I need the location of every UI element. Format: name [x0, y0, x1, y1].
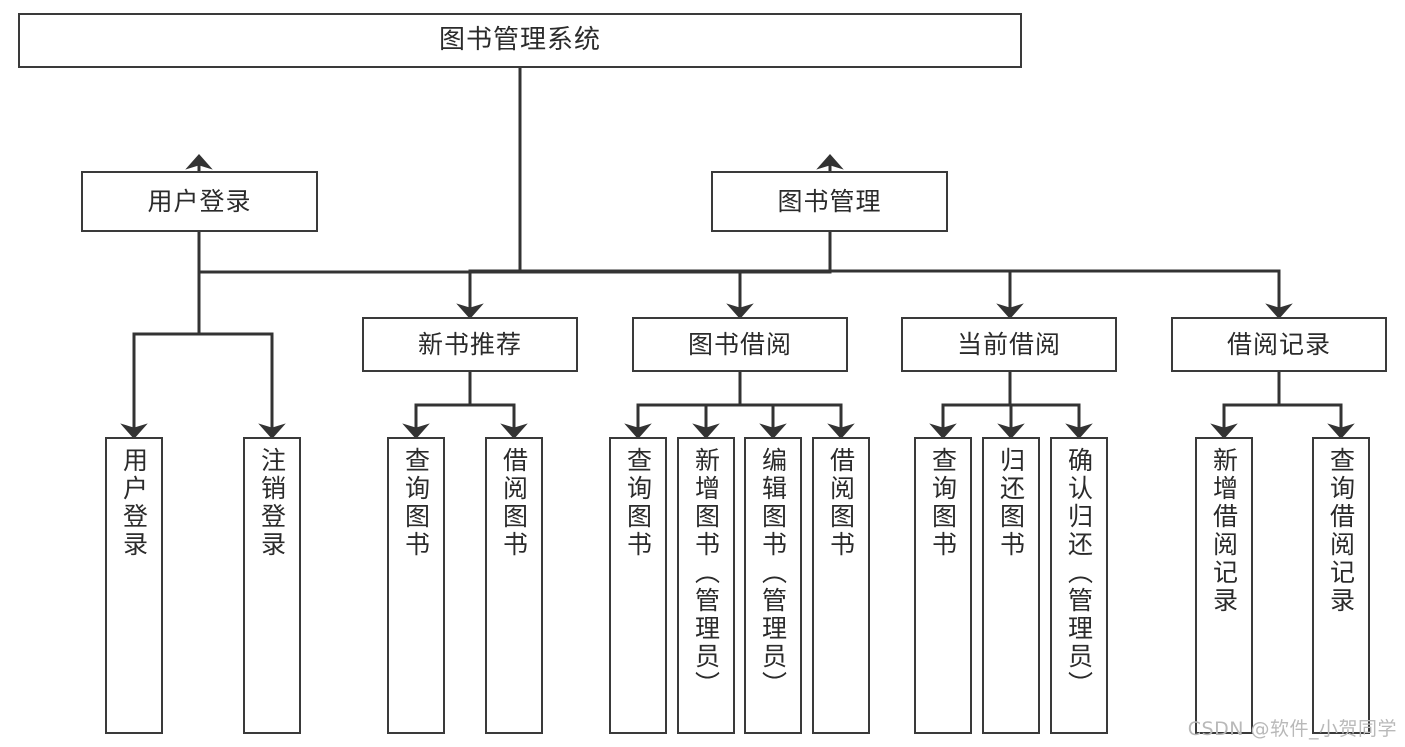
- node-label: 新增借阅记录: [1209, 447, 1239, 615]
- node-label: 借阅图书: [826, 447, 856, 559]
- node-leaf-borrow-book-2[interactable]: 借阅图书: [812, 437, 870, 734]
- node-label: 新书推荐: [417, 329, 522, 359]
- node-leaf-borrow-book-1[interactable]: 借阅图书: [485, 437, 543, 734]
- node-book-management[interactable]: 图书管理: [711, 171, 948, 232]
- node-label: 查询图书: [401, 447, 431, 559]
- node-leaf-user-login[interactable]: 用户登录: [105, 437, 163, 734]
- node-leaf-confirm-return[interactable]: 确认归还（管理员）: [1050, 437, 1108, 734]
- node-label: 当前借阅: [956, 329, 1061, 359]
- node-label: 图书管理系统: [438, 24, 601, 55]
- node-book-borrow[interactable]: 图书借阅: [632, 317, 848, 372]
- node-label: 注销登录: [257, 447, 287, 559]
- node-leaf-user-logout[interactable]: 注销登录: [243, 437, 301, 734]
- node-label: 用户登录: [119, 447, 149, 559]
- watermark-text: CSDN @软件_小贺同学: [1187, 718, 1397, 740]
- node-borrow-record[interactable]: 借阅记录: [1171, 317, 1387, 372]
- node-label: 查询图书: [623, 447, 653, 559]
- node-label: 图书管理: [777, 186, 882, 216]
- node-label: 借阅记录: [1226, 329, 1331, 359]
- node-label: 新增图书（管理员）: [691, 447, 721, 699]
- node-leaf-query-book-2[interactable]: 查询图书: [609, 437, 667, 734]
- node-leaf-query-book-1[interactable]: 查询图书: [387, 437, 445, 734]
- node-label: 归还图书: [996, 447, 1026, 559]
- node-leaf-add-book[interactable]: 新增图书（管理员）: [677, 437, 735, 734]
- node-label: 图书借阅: [687, 329, 792, 359]
- node-leaf-query-book-3[interactable]: 查询图书: [914, 437, 972, 734]
- node-label: 用户登录: [147, 186, 252, 216]
- node-new-book-recommend[interactable]: 新书推荐: [362, 317, 578, 372]
- node-label: 借阅图书: [499, 447, 529, 559]
- node-label: 查询图书: [928, 447, 958, 559]
- node-leaf-edit-book[interactable]: 编辑图书（管理员）: [744, 437, 802, 734]
- node-current-borrow[interactable]: 当前借阅: [901, 317, 1117, 372]
- node-leaf-query-record[interactable]: 查询借阅记录: [1312, 437, 1370, 734]
- node-label: 查询借阅记录: [1326, 447, 1356, 615]
- node-user-login[interactable]: 用户登录: [81, 171, 318, 232]
- node-root-book-management-system[interactable]: 图书管理系统: [18, 13, 1022, 68]
- node-leaf-add-record[interactable]: 新增借阅记录: [1195, 437, 1253, 734]
- node-label: 确认归还（管理员）: [1064, 447, 1094, 699]
- node-leaf-return-book[interactable]: 归还图书: [982, 437, 1040, 734]
- node-label: 编辑图书（管理员）: [758, 447, 788, 699]
